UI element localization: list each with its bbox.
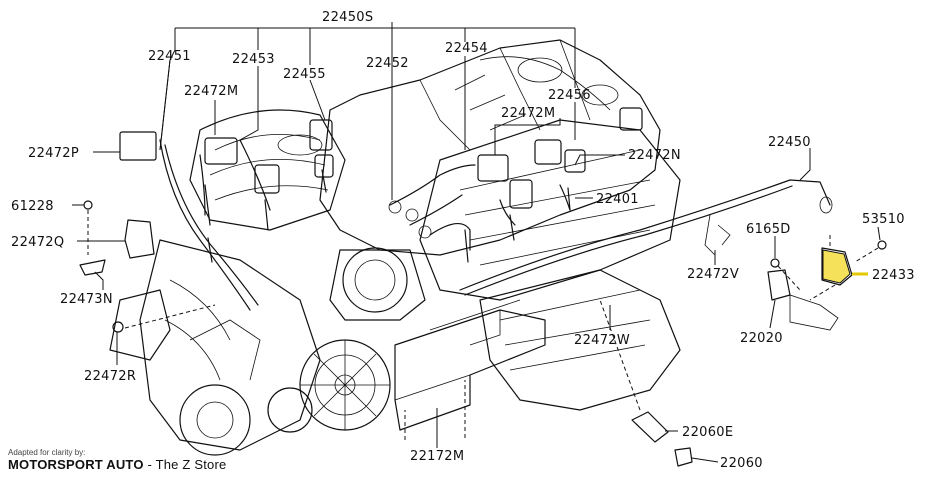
label-22060: 22060 (720, 456, 763, 471)
label-22472M-left: 22472M (184, 84, 238, 99)
leader-lines (72, 22, 881, 463)
label-22451: 22451 (148, 49, 191, 64)
label-22453: 22453 (232, 52, 275, 67)
label-22172M: 22172M (410, 449, 464, 464)
label-22472Q: 22472Q (11, 235, 64, 250)
label-22472W: 22472W (574, 333, 630, 348)
credit-brand-name: MOTORSPORT AUTO (8, 457, 144, 472)
label-22472R: 22472R (84, 369, 136, 384)
label-22450: 22450 (768, 135, 811, 150)
label-22433: 22433 (872, 268, 915, 283)
label-22060E: 22060E (682, 425, 733, 440)
highlight-part-22433 (822, 249, 851, 284)
credit-adapted-text: Adapted for clarity by: (8, 448, 86, 457)
label-22472M-right: 22472M (501, 106, 555, 121)
label-22450S: 22450S (322, 10, 373, 25)
engine-illustration (79, 39, 887, 467)
label-22455: 22455 (283, 67, 326, 82)
part-labels: 22450S 22451 22453 22455 22452 22454 224… (11, 10, 915, 471)
credit-brand: MOTORSPORT AUTO - The Z Store (8, 457, 226, 472)
label-22472P: 22472P (28, 146, 79, 161)
label-6165D: 6165D (746, 222, 791, 237)
label-53510: 53510 (862, 212, 905, 227)
label-61228: 61228 (11, 199, 54, 214)
label-22473N: 22473N (60, 292, 113, 307)
label-22454: 22454 (445, 41, 488, 56)
label-22020: 22020 (740, 331, 783, 346)
label-22472V: 22472V (687, 267, 739, 282)
label-22456: 22456 (548, 88, 591, 103)
credit-brand-subtitle: - The Z Store (143, 457, 227, 472)
label-22401: 22401 (596, 192, 639, 207)
label-22452: 22452 (366, 56, 409, 71)
label-22472N: 22472N (628, 148, 681, 163)
